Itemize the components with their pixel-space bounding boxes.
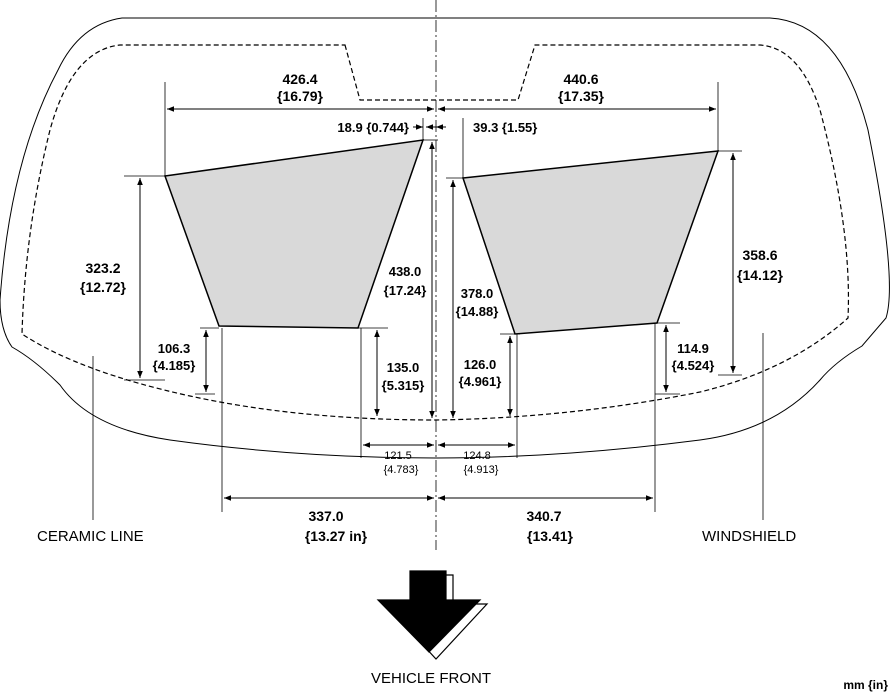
- windshield-outline: [0, 17, 890, 459]
- dim-top-left-inch: {16.79}: [277, 88, 323, 104]
- dim-left-center-offset-value: 121.5: [384, 450, 412, 462]
- dim-right-height-inner-inch: {14.88}: [456, 304, 499, 319]
- dim-right-bottom-outer-inch: {4.524}: [672, 358, 715, 373]
- dim-left-height-inner-value: 438.0: [389, 264, 422, 279]
- right-pad: [461, 150, 720, 335]
- dim-left-height-inner-inch: {17.24}: [384, 283, 427, 298]
- dim-center-gap-left: 18.9 {0.744}: [337, 120, 409, 135]
- dim-top-right-inch: {17.35}: [558, 88, 604, 104]
- dim-right-bottom-inner-value: 126.0: [464, 357, 497, 372]
- dim-right-lower-width-value: 340.7: [526, 508, 561, 524]
- windshield-label: WINDSHIELD: [702, 528, 796, 545]
- dim-left-lower-width-value: 337.0: [308, 508, 343, 524]
- ceramic-line-label: CERAMIC LINE: [37, 528, 144, 545]
- dim-left-bottom-inner-value: 135.0: [387, 360, 420, 375]
- dim-left-lower-width-inch: {13.27 in}: [305, 528, 368, 544]
- dim-center-gap-right: 39.3 {1.55}: [473, 120, 537, 135]
- dimension-lines: [137, 106, 736, 501]
- down-arrow-icon: [376, 570, 489, 660]
- extension-lines: [124, 82, 742, 512]
- dim-right-height-outer-value: 358.6: [742, 247, 777, 263]
- dim-right-lower-width-inch: {13.41}: [527, 528, 573, 544]
- ceramic-line: [21, 44, 850, 421]
- dim-right-height-inner-value: 378.0: [461, 286, 494, 301]
- dim-right-center-offset-inch: {4.913}: [464, 464, 499, 476]
- left-pad: [163, 139, 425, 329]
- dim-right-bottom-inner-inch: {4.961}: [459, 374, 502, 389]
- dim-left-center-offset-inch: {4.783}: [384, 464, 419, 476]
- dim-right-bottom-outer-value: 114.9: [677, 341, 709, 356]
- dim-left-bottom-outer-inch: {4.185}: [153, 358, 196, 373]
- dim-right-height-outer-inch: {14.12}: [737, 267, 783, 283]
- dim-top-right-value: 440.6: [563, 71, 598, 87]
- dim-left-bottom-outer-value: 106.3: [158, 341, 191, 356]
- dim-left-bottom-inner-inch: {5.315}: [382, 378, 425, 393]
- units-label: mm {in}: [843, 678, 888, 692]
- dim-left-height-outer-inch: {12.72}: [80, 279, 126, 295]
- dim-top-left-value: 426.4: [282, 71, 317, 87]
- dim-right-center-offset-value: 124.8: [463, 450, 491, 462]
- dim-left-height-outer-value: 323.2: [85, 260, 120, 276]
- vehicle-front-label: VEHICLE FRONT: [371, 670, 491, 687]
